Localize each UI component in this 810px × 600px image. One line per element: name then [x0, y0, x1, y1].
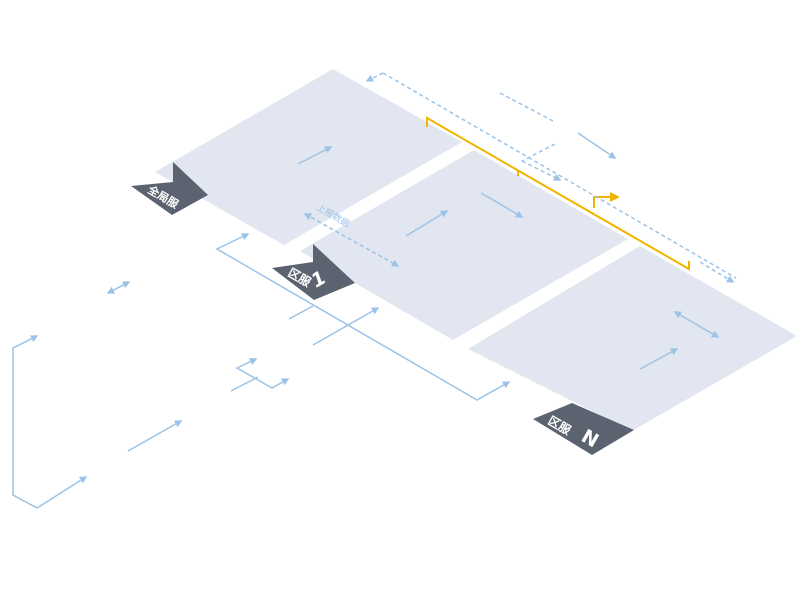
report-data-connector	[303, 213, 400, 267]
orange-accent-bracket	[426, 116, 690, 271]
arrow	[288, 305, 314, 320]
arrow	[297, 146, 333, 165]
zone-n-server-panel	[468, 246, 797, 431]
connector-bracket	[215, 233, 511, 401]
arrow	[577, 132, 617, 159]
arrow	[639, 348, 679, 370]
left-bracket	[12, 335, 88, 509]
global-server-panel	[155, 69, 462, 245]
arrow	[480, 192, 524, 218]
arrow	[106, 281, 131, 294]
arrow	[312, 307, 380, 346]
arrow	[405, 210, 449, 237]
arrow	[673, 311, 720, 338]
flow-arrows	[12, 132, 720, 509]
arrow	[127, 420, 183, 452]
dashed-guides	[303, 72, 737, 283]
